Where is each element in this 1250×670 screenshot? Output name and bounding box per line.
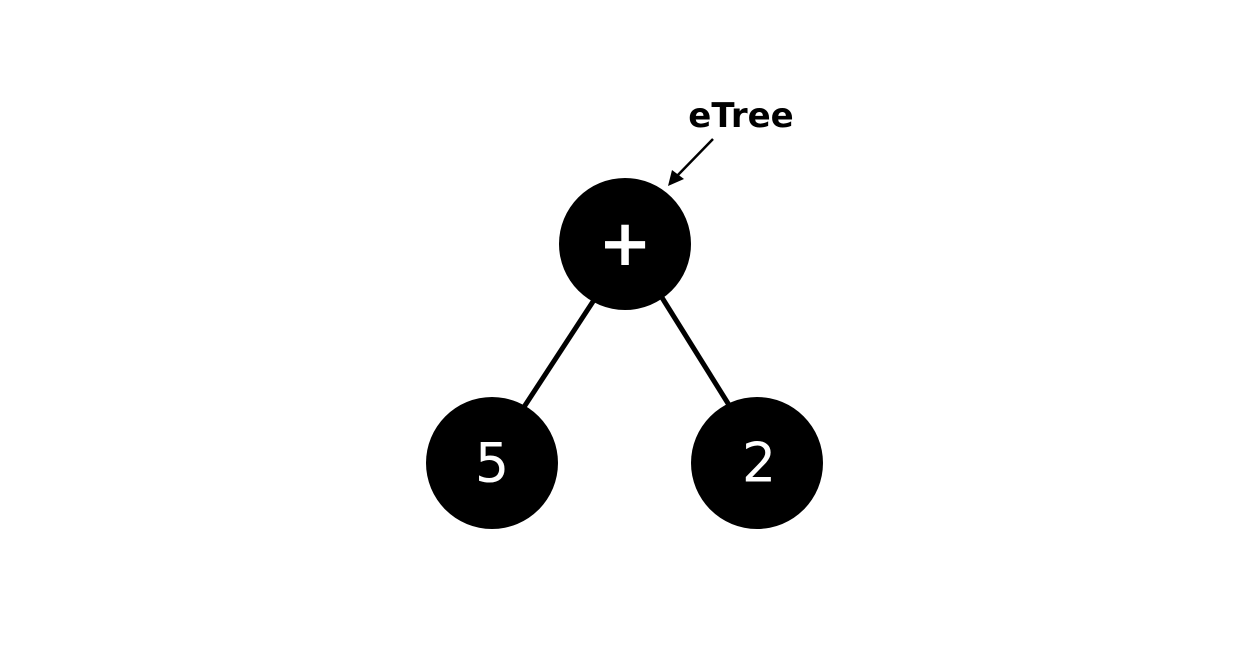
left-node-circle	[426, 397, 558, 529]
edge-root-to-left	[521, 298, 597, 409]
edge-root-to-right	[658, 294, 732, 407]
right-node: 2	[691, 397, 823, 529]
label-pointer-line	[675, 138, 714, 178]
arrow-head-icon	[668, 170, 684, 186]
tree-label: eTree	[688, 96, 793, 136]
left-node: 5	[426, 397, 558, 529]
root-node-label: +	[598, 207, 652, 281]
right-node-label: 2	[742, 432, 776, 495]
root-node: +	[559, 178, 691, 310]
left-node-label: 5	[475, 432, 509, 495]
right-node-circle	[691, 397, 823, 529]
root-node-circle	[559, 178, 691, 310]
